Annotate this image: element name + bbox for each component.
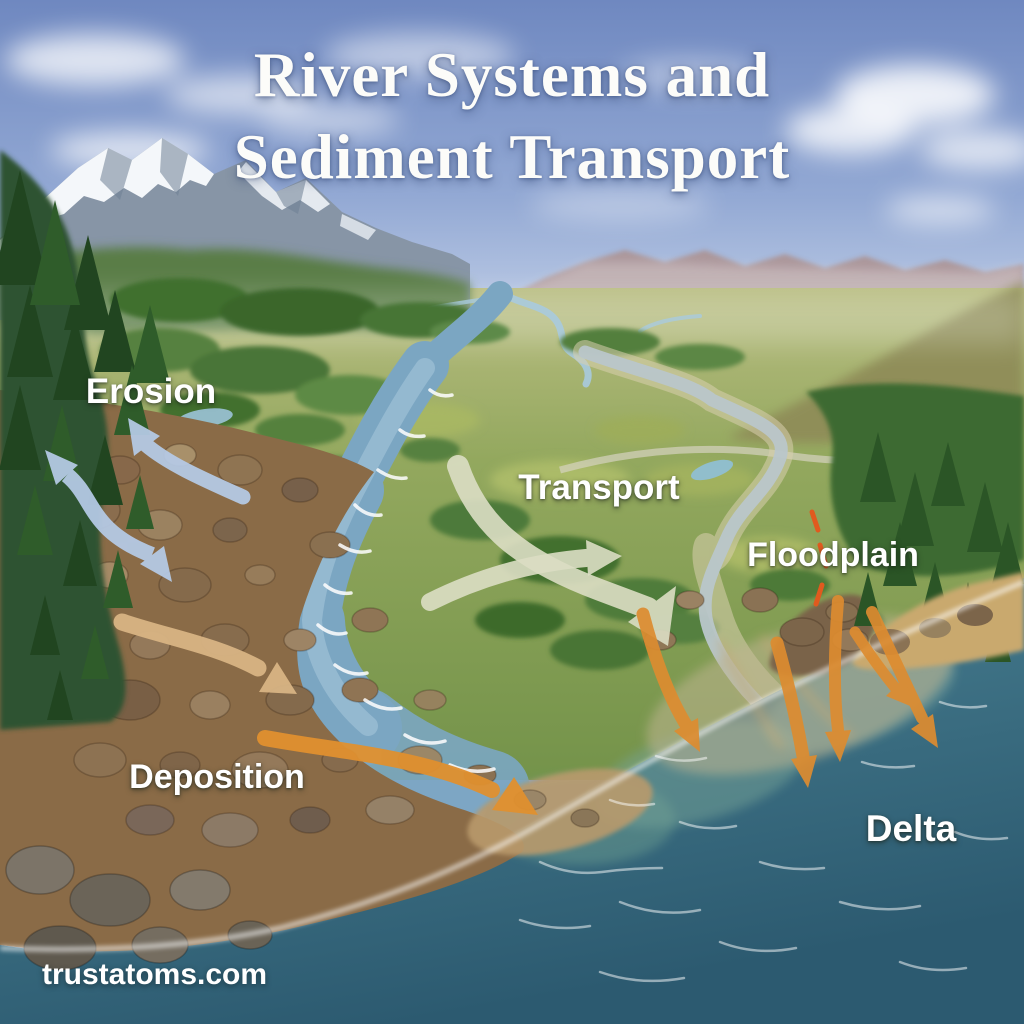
transport-arrow-lower [421, 540, 622, 611]
deposition-arrow [257, 730, 538, 815]
floodplain-markers [809, 509, 829, 607]
title-line-2: Sediment Transport [233, 122, 791, 192]
title: River Systems and Sediment Transport [0, 34, 1024, 198]
left-forest [0, 150, 170, 730]
shoreline-foam [0, 579, 1024, 952]
delta-arrows [636, 595, 938, 788]
river-rapids-foam [316, 388, 496, 773]
transport-arrow-upper [447, 455, 676, 646]
process-arrows [45, 418, 938, 815]
erosion-double-arrow [45, 450, 172, 582]
label-delta: Delta [865, 808, 957, 849]
erosion-curved-arrow [128, 418, 251, 505]
sea-foam-swirls [518, 700, 1009, 983]
watermark-url: trustatoms.com [42, 958, 268, 991]
title-line-1: River Systems and [253, 40, 771, 110]
hillslope-tan-arrow [113, 613, 297, 694]
clouds [5, 33, 1024, 224]
label-erosion: Erosion [85, 372, 217, 411]
label-floodplain: Floodplain [747, 536, 919, 574]
label-transport: Transport [518, 468, 680, 507]
label-deposition: Deposition [129, 758, 305, 796]
